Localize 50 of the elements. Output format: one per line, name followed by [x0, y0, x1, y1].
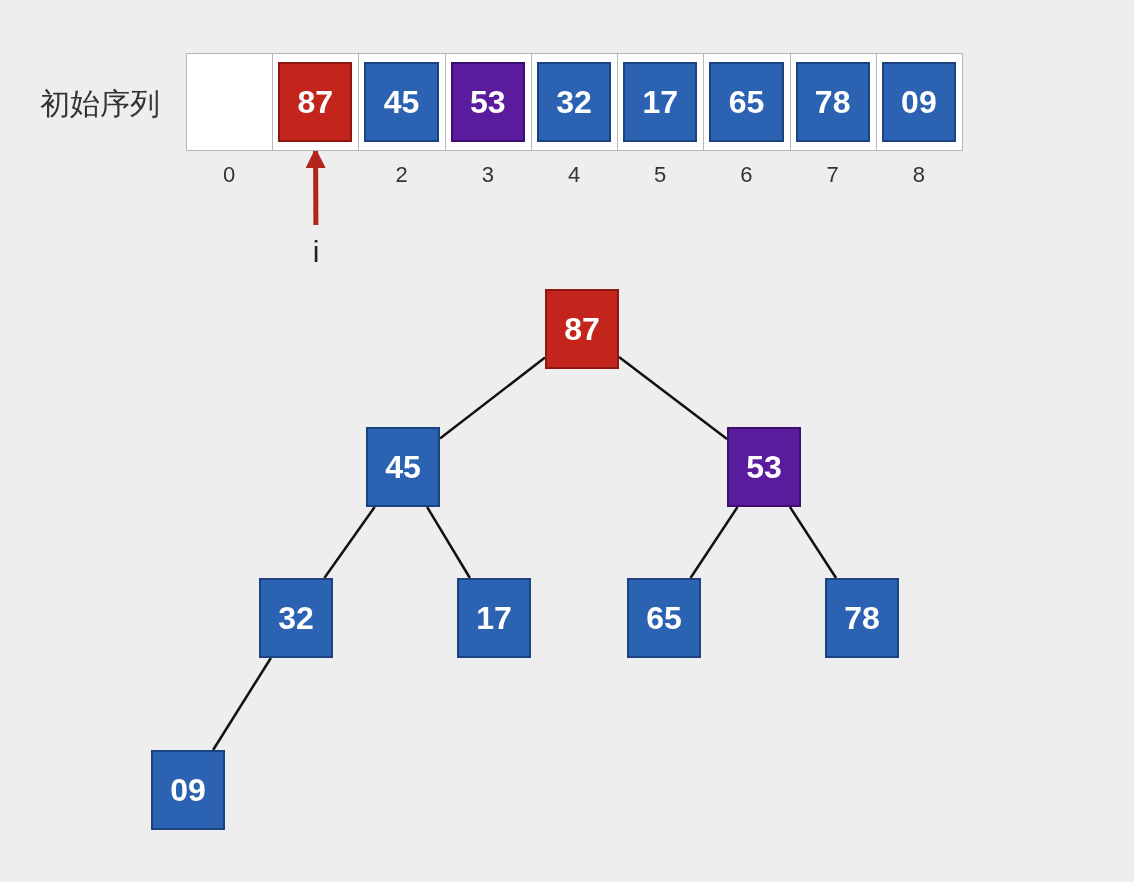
number-text: 17 [476, 602, 512, 634]
array-cell [875, 53, 963, 151]
tree-node [627, 578, 701, 658]
row-label: 初始序列 [40, 89, 160, 119]
tree-edge [323, 506, 376, 579]
tree-edge [788, 506, 838, 579]
number-text: 78 [844, 602, 880, 634]
tree-edge [689, 506, 739, 579]
array-cell [703, 53, 791, 151]
pointer-label: i [312, 237, 320, 267]
number-text: 65 [728, 86, 765, 118]
index-number: 2 [395, 164, 408, 186]
tree-node [259, 578, 333, 658]
tree-node [457, 578, 531, 658]
number-text: 45 [385, 451, 421, 483]
number-text: 87 [297, 86, 334, 118]
array-cell [789, 53, 877, 151]
index-number: 4 [567, 164, 581, 186]
tree-node [545, 289, 619, 369]
index-number: 7 [826, 164, 839, 186]
index-number: 6 [740, 164, 753, 186]
number-text: 09 [170, 774, 206, 806]
tree-edge [439, 356, 546, 440]
tree-node [366, 427, 440, 507]
number-text: 65 [646, 602, 682, 634]
tree-node [727, 427, 801, 507]
array-cell [617, 53, 705, 151]
tree-node [825, 578, 899, 658]
number-text: 53 [746, 451, 782, 483]
index-number: 8 [912, 164, 925, 186]
array-cell [444, 53, 532, 151]
index-number: 3 [481, 164, 494, 186]
number-text: 45 [383, 86, 420, 118]
tree-node [151, 750, 225, 830]
array-cell [358, 53, 446, 151]
array-cell [272, 53, 360, 151]
number-text: 87 [564, 313, 600, 345]
number-text: 17 [642, 86, 678, 118]
tree-edge [426, 506, 471, 579]
empty-array-cell [186, 53, 274, 151]
number-text: 32 [278, 602, 314, 634]
index-number: 5 [654, 164, 667, 186]
tree-edge [618, 356, 728, 440]
number-text: 53 [469, 86, 506, 118]
array-cell [530, 53, 619, 151]
number-text: 09 [901, 86, 937, 118]
number-text: 78 [814, 86, 851, 118]
tree-edge [212, 657, 272, 751]
index-number: 0 [223, 164, 236, 186]
number-text: 32 [556, 86, 592, 118]
